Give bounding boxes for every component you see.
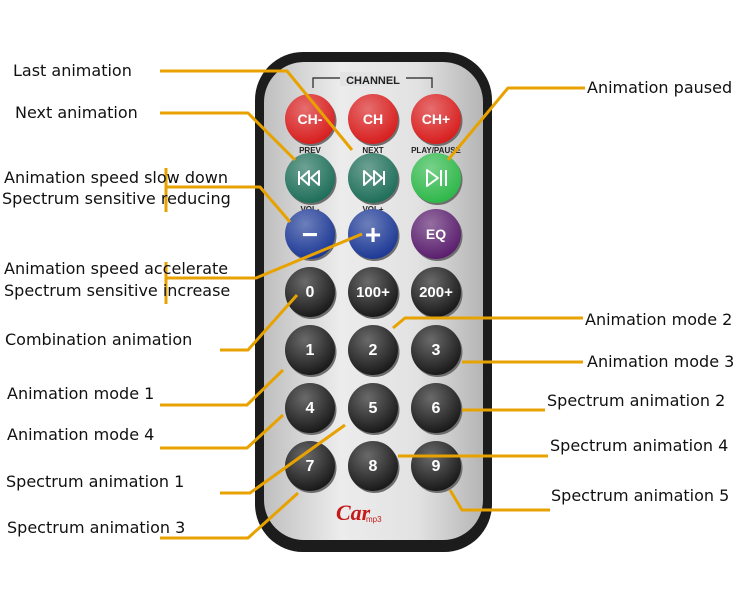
logo-sub-text: mp3 — [366, 515, 382, 524]
button-100[interactable]: 100+ — [348, 267, 400, 319]
label-next-animation: Next animation — [15, 103, 138, 122]
skip-back-icon — [298, 170, 320, 186]
button-shine — [348, 325, 398, 375]
leader-spectrum1 — [220, 423, 346, 495]
button-text: 200+ — [419, 284, 453, 301]
label-mode4: Animation mode 4 — [7, 425, 155, 444]
button-text: EQ — [426, 226, 446, 242]
button-shine — [285, 209, 335, 259]
button-shine — [348, 209, 398, 259]
label-spectrum1: Spectrum animation 1 — [6, 472, 185, 491]
button-ch[interactable]: CH NEXT — [348, 94, 400, 155]
button-shine — [348, 267, 398, 317]
button-text: 9 — [432, 458, 441, 475]
button-play-pause[interactable] — [411, 153, 463, 205]
button-sub-label: PLAY/PAUSE — [411, 146, 461, 155]
button-8[interactable]: 8 — [348, 441, 400, 493]
logo-main-text: Car — [336, 500, 371, 525]
button-shine — [348, 94, 398, 144]
button-shine — [411, 383, 461, 433]
button-text: − — [302, 219, 318, 250]
label-mode3: Animation mode 3 — [587, 352, 735, 371]
button-0[interactable]: 0 — [285, 267, 337, 319]
leader-combination — [220, 294, 299, 352]
button-shine — [285, 325, 335, 375]
channel-label: CHANNEL — [346, 75, 400, 87]
label-speed-accelerate: Animation speed accelerate — [4, 259, 229, 278]
leader-speed-accel — [166, 232, 363, 280]
button-prev[interactable]: VOL- — [285, 153, 337, 214]
button-shine — [285, 94, 335, 144]
button-shine — [285, 441, 335, 491]
button-shine — [285, 383, 335, 433]
button-ch-minus[interactable]: CH- PREV — [285, 94, 337, 155]
leader-mode4 — [160, 413, 285, 450]
button-vol-minus[interactable]: − — [285, 209, 337, 261]
leader-spectrum3 — [160, 491, 300, 540]
button-text: 8 — [369, 458, 378, 475]
button-5[interactable]: 5 — [348, 383, 400, 435]
button-eq[interactable]: EQ — [411, 209, 463, 261]
label-spectrum-reducing: Spectrum sensitive reducing — [2, 189, 231, 208]
button-2[interactable]: 2 — [348, 325, 400, 377]
label-spectrum3: Spectrum animation 3 — [7, 518, 186, 537]
button-sub-label: NEXT — [362, 146, 383, 155]
button-shine — [348, 441, 398, 491]
leader-speed-slow — [166, 185, 292, 223]
button-text: + — [365, 219, 381, 250]
button-text: 2 — [369, 342, 378, 359]
button-text: 5 — [369, 400, 378, 417]
skip-forward-icon — [363, 170, 385, 186]
button-text: 3 — [432, 342, 441, 359]
label-combination: Combination animation — [5, 330, 193, 349]
leader-last — [160, 69, 354, 151]
button-text: 1 — [306, 342, 315, 359]
button-text: 7 — [306, 458, 315, 475]
button-shine — [411, 441, 461, 491]
play-pause-icon — [426, 169, 447, 187]
leader-spectrum5 — [448, 489, 550, 512]
button-sub-label: PREV — [299, 146, 321, 155]
button-shine — [285, 267, 335, 317]
leader-mode1 — [160, 368, 285, 407]
button-6[interactable]: 6 — [411, 383, 463, 435]
label-last-animation: Last animation — [13, 61, 132, 80]
button-shine — [411, 267, 461, 317]
button-9[interactable]: 9 — [411, 441, 463, 493]
button-next[interactable]: VOL+ — [348, 153, 400, 214]
button-text: 100+ — [356, 284, 390, 301]
button-7[interactable]: 7 — [285, 441, 337, 493]
label-mode2: Animation mode 2 — [585, 310, 733, 329]
button-shine — [411, 153, 461, 203]
brand-logo: Car mp3 — [336, 500, 382, 525]
button-vol-plus[interactable]: + — [348, 209, 400, 261]
button-3[interactable]: 3 — [411, 325, 463, 377]
button-1[interactable]: 1 — [285, 325, 337, 377]
label-spectrum2: Spectrum animation 2 — [547, 391, 726, 410]
leader-mode2 — [392, 316, 583, 330]
button-shine — [411, 209, 461, 259]
label-mode1: Animation mode 1 — [7, 384, 155, 403]
label-spectrum4: Spectrum animation 4 — [550, 436, 729, 455]
button-text: 4 — [306, 400, 315, 417]
button-shine — [411, 325, 461, 375]
leader-paused — [446, 86, 585, 161]
button-text: CH — [363, 111, 383, 127]
leader-next — [160, 111, 297, 162]
label-speed-slow: Animation speed slow down — [4, 168, 228, 187]
button-shine — [411, 94, 461, 144]
button-shine — [348, 383, 398, 433]
button-text: CH- — [298, 111, 323, 127]
button-text: 0 — [306, 284, 315, 301]
label-spectrum-increase: Spectrum sensitive increase — [4, 281, 231, 300]
button-text: 6 — [432, 400, 441, 417]
label-spectrum5: Spectrum animation 5 — [551, 486, 730, 505]
button-4[interactable]: 4 — [285, 383, 337, 435]
button-text: CH+ — [422, 111, 450, 127]
button-ch-plus[interactable]: CH+ PLAY/PAUSE — [411, 94, 463, 155]
button-200[interactable]: 200+ — [411, 267, 463, 319]
label-paused: Animation paused — [587, 78, 733, 97]
